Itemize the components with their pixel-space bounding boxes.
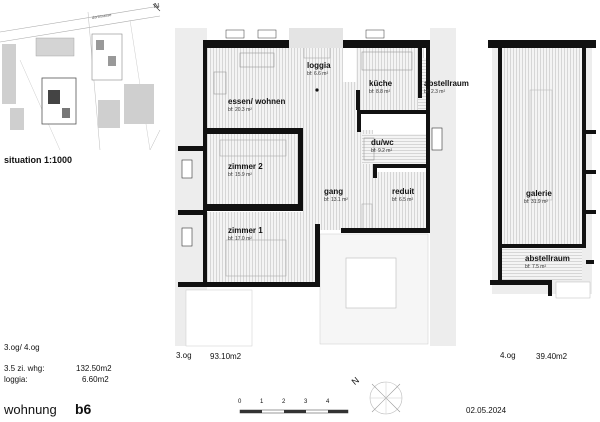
situation-label: situation 1:1000: [4, 155, 73, 165]
room-abstellraum-4og-area: bf: 7.5 m²: [525, 264, 547, 270]
room-abstellraum-4og-name: abstellraum: [525, 254, 570, 263]
room-reduit-area: bf: 6.5 m²: [392, 197, 414, 203]
room-zimmer-2-name: zimmer 2: [228, 162, 263, 171]
room-zimmer-1-name: zimmer 1: [228, 226, 263, 235]
room-gang-area: bf: 13.1 m²: [324, 197, 348, 203]
room-du-wc-name: du/wc: [371, 138, 394, 147]
plan-3og-label: 3.og: [176, 351, 192, 360]
floor-title: 3.og/ 4.og: [4, 343, 40, 352]
room-galerie-name: galerie: [526, 189, 552, 198]
room-kueche-name: küche: [369, 79, 393, 88]
room-gang-name: gang: [324, 187, 344, 196]
room-galerie-area: bf: 31.9 m²: [524, 199, 548, 205]
plan-3og-area: 93.10m2: [210, 352, 242, 361]
room-loggia-name: loggia: [307, 61, 331, 70]
situation-north-icon: [152, 3, 161, 12]
plan-4og-label: 4.og: [500, 351, 516, 360]
summary-loggia-value: 6.60m2: [82, 375, 109, 384]
apartment-id: b6: [75, 401, 92, 417]
situation-north-label: N: [154, 3, 159, 10]
scale-tick-4: 4: [326, 399, 330, 405]
plan-3og: [175, 28, 456, 347]
scale-tick-2: 2: [282, 399, 286, 405]
plan-4og-area: 39.40m2: [536, 352, 568, 361]
scale-tick-3: 3: [304, 399, 308, 405]
compass-rose: [369, 381, 403, 415]
room-du-wc-area: bf: 9.2 m²: [371, 148, 393, 154]
summary-unit-value: 132.50m2: [76, 364, 112, 373]
situation-plan: [0, 0, 161, 151]
room-loggia-area: bf: 6.6 m²: [307, 71, 329, 77]
scale-tick-1: 1: [260, 399, 264, 405]
room-essen-wohnen-name: essen/ wohnen: [228, 97, 286, 106]
apartment-prefix: wohnung: [4, 402, 57, 417]
room-reduit-name: reduit: [392, 187, 415, 196]
summary-unit-label: 3.5 zi. whg:: [4, 364, 45, 373]
room-essen-wohnen-area: bf: 20.3 m²: [228, 107, 252, 113]
room-abstellraum-3og-area: bf: 2.3 m²: [424, 89, 446, 95]
scale-tick-0: 0: [238, 399, 242, 405]
summary-loggia-label: loggia:: [4, 375, 28, 384]
room-kueche-area: bf: 8.8 m²: [369, 89, 391, 95]
plan-date: 02.05.2024: [466, 406, 507, 415]
room-abstellraum-3og-name: abstellraum: [424, 79, 469, 88]
room-zimmer-2-area: bf: 15.9 m²: [228, 172, 252, 178]
street-label: dorfstrasse: [91, 12, 112, 20]
plan-4og: [488, 40, 596, 299]
room-zimmer-1-area: bf: 17.0 m²: [228, 236, 252, 242]
scale-bar: [239, 409, 349, 414]
